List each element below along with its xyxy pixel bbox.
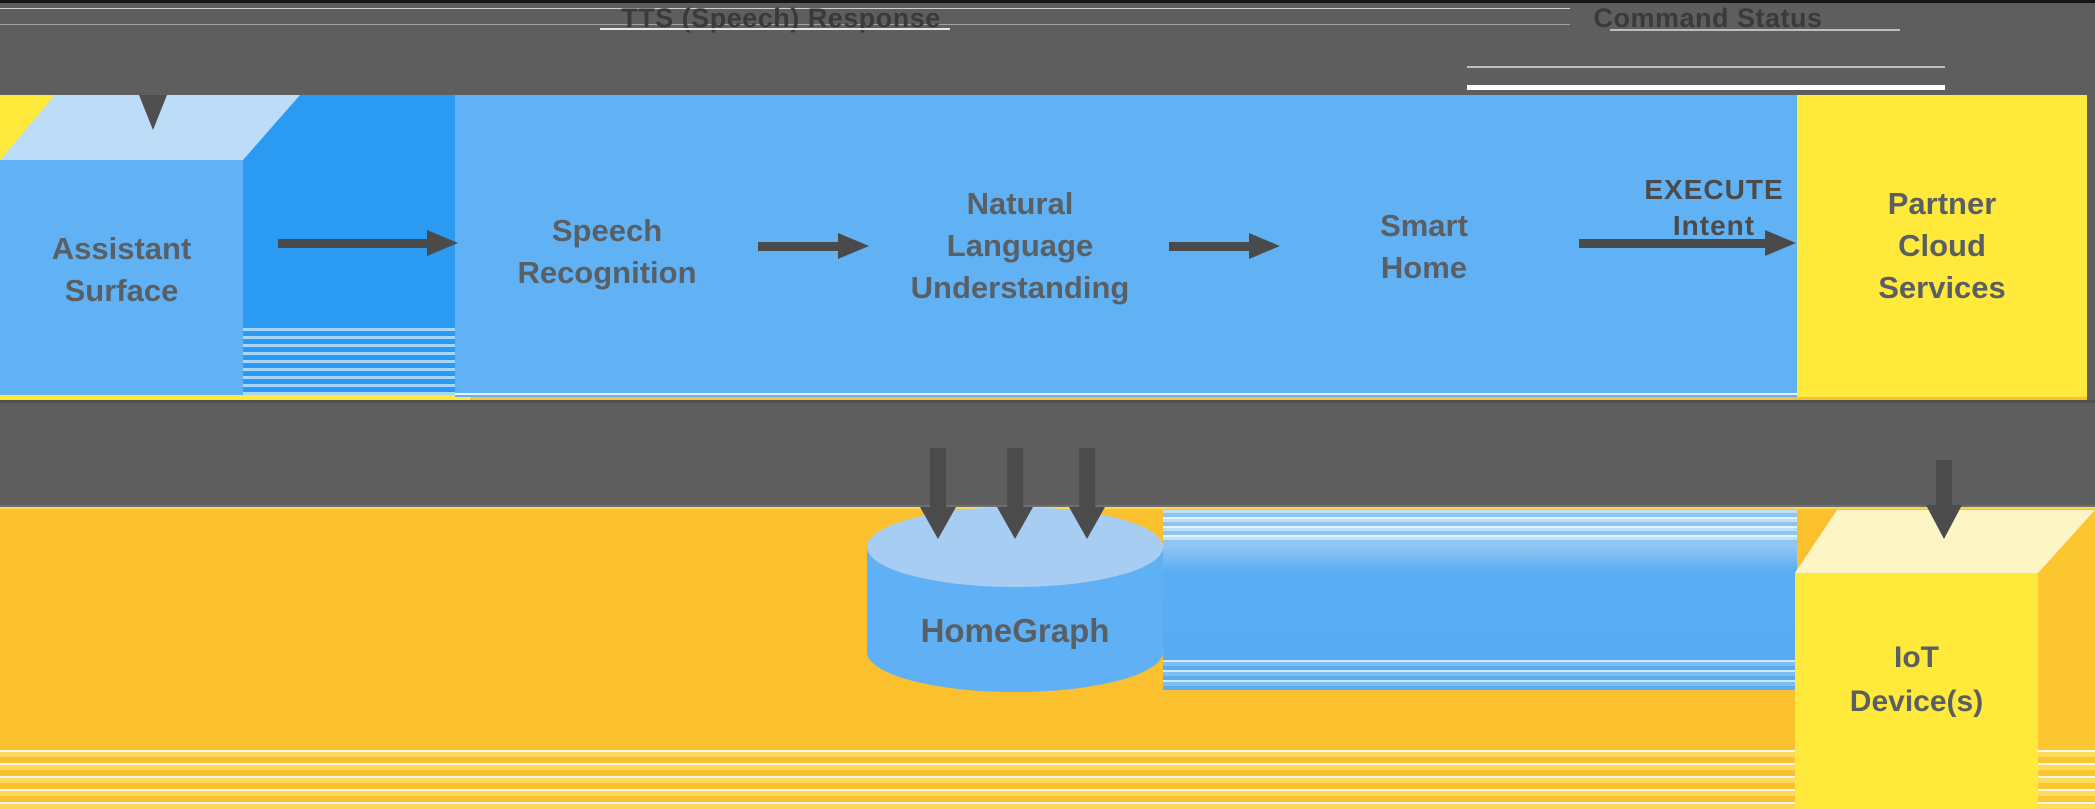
right-return-band [2087, 95, 2095, 402]
nlu-label: Natural Language Understanding [850, 183, 1190, 309]
top-return-band: TTS (Speech) Response Command Status [0, 0, 2095, 95]
band-artifact-line [0, 8, 1570, 9]
execute-intent-line1: EXECUTE [1644, 174, 1784, 205]
band-artifact-underline [600, 28, 950, 30]
arrow-assistant-to-speech-icon [278, 239, 427, 248]
speech-recognition-label: Speech Recognition [457, 210, 757, 294]
band-top-edge-line [0, 0, 2095, 3]
down-arrow-iot-head-icon [1926, 505, 1962, 539]
partner-line1: Partner [1887, 186, 1997, 221]
assistant-surface-label-line2: Surface [64, 273, 179, 308]
assistant-surface-artifact-stripes [243, 323, 455, 395]
partner-cloud-services-label: Partner Cloud Services [1797, 183, 2087, 309]
arrow-assistant-to-speech-head-icon [427, 230, 458, 256]
partner-line3: Services [1878, 270, 2006, 305]
band-artifact-streak [1467, 66, 1945, 68]
band-artifact-line [0, 24, 1570, 25]
bottom-artifact-stripes [0, 744, 2095, 809]
down-arrow-homegraph-2-icon [1007, 448, 1023, 510]
pipeline-box-bottom-seam [455, 393, 1797, 395]
command-status-label: Command Status [1593, 3, 1823, 33]
middle-return-band [0, 400, 2095, 507]
band-artifact-streak [1467, 85, 1945, 90]
nlu-line1: Natural [966, 186, 1074, 221]
arrow-speech-to-nlu-icon [758, 242, 838, 251]
down-arrow-homegraph-1-head-icon [920, 507, 956, 539]
blue-artifact-band-bottom [1163, 656, 1797, 690]
smart-home-line1: Smart [1380, 208, 1468, 243]
down-arrow-homegraph-3-head-icon [1069, 507, 1105, 539]
smart-home-label: Smart Home [1324, 205, 1524, 289]
execute-intent-label: EXECUTE Intent [1594, 172, 1834, 244]
assistant-surface-box [0, 160, 243, 395]
band-artifact-underline [1610, 29, 1900, 31]
blue-artifact-band [1163, 544, 1797, 656]
assistant-surface-label: Assistant Surface [0, 228, 243, 312]
background-yellow-strip [0, 395, 470, 402]
iot-device-box [1795, 573, 2038, 809]
assistant-surface-label-line1: Assistant [51, 231, 192, 266]
iot-line2: Device(s) [1849, 685, 1984, 718]
nlu-line3: Understanding [910, 270, 1130, 305]
nlu-line2: Language [946, 228, 1094, 263]
iot-line1: IoT [1894, 641, 1939, 674]
down-arrow-homegraph-3-icon [1079, 448, 1095, 510]
arrow-nlu-to-smarthome-icon [1169, 242, 1249, 251]
speech-recognition-line2: Recognition [517, 255, 697, 290]
down-arrow-icon [139, 95, 167, 130]
arrow-smarthome-to-partner-icon [1579, 239, 1765, 248]
iot-devices-label: IoT Device(s) [1795, 636, 2038, 724]
down-arrow-iot-icon [1936, 460, 1952, 510]
partner-line2: Cloud [1898, 228, 1986, 263]
homegraph-label: HomeGraph [920, 612, 1110, 649]
partner-cloud-services-box [1797, 95, 2087, 397]
execute-intent-line2: Intent [1672, 210, 1756, 241]
blue-artifact-band-top [1163, 510, 1797, 544]
arrow-speech-to-nlu-head-icon [838, 233, 869, 259]
speech-recognition-line1: Speech [551, 213, 663, 248]
down-arrow-homegraph-2-head-icon [997, 507, 1033, 539]
down-arrow-homegraph-1-icon [930, 448, 946, 510]
google-assistant-pipeline-box [455, 95, 1797, 397]
arrow-smarthome-to-partner-head-icon [1765, 230, 1796, 256]
arrow-nlu-to-smarthome-head-icon [1249, 233, 1280, 259]
smart-home-line2: Home [1380, 250, 1468, 285]
